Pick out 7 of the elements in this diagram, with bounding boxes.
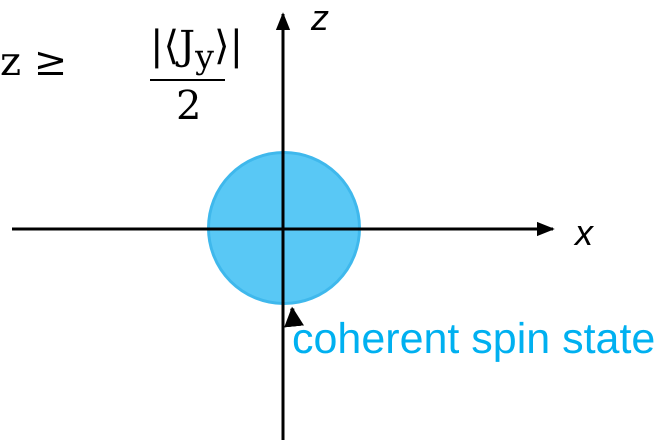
denominator-text: 2 [176,86,202,126]
numerator-text: |⟨J$_{y}$⟩| [150,26,244,74]
annotation-text: coherent spin state [292,312,656,366]
axis-label: x [575,215,593,251]
arrow [284,306,304,328]
inequality-text: z ≥ [0,42,68,82]
axis-label: z [311,0,329,36]
